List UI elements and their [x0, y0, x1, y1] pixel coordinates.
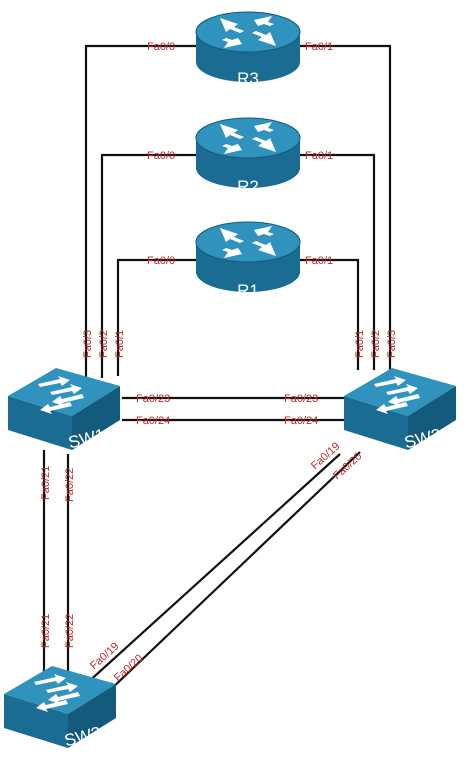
port-r2-right: Fa0/1 — [305, 150, 333, 162]
link-r2-sw1 — [100, 153, 198, 378]
port-sw2-fa0-1: Fa0/1 — [354, 330, 366, 358]
link-sw2-sw3-fa20 — [107, 451, 361, 693]
port-r1-left: Fa0/0 — [147, 255, 175, 267]
port-sw1-fa0-23: Fa0/23 — [136, 393, 170, 405]
port-sw1-fa0-1: Fa0/1 — [114, 330, 126, 358]
port-r1-right: Fa0/1 — [305, 255, 333, 267]
link-r1-sw1 — [116, 258, 198, 376]
port-r3-right: Fa0/1 — [305, 41, 333, 53]
port-sw3-fa0-22: Fa0/22 — [64, 614, 76, 648]
link-r2-sw2 — [298, 153, 376, 370]
port-r2-left: Fa0/0 — [147, 150, 175, 162]
port-sw1-fa0-21: Fa0/21 — [40, 466, 52, 500]
router-r1-label: R1 — [237, 281, 259, 300]
port-sw1-fa0-3: Fa0/3 — [82, 330, 94, 358]
router-r1[interactable]: R1 — [195, 221, 301, 300]
port-r3-left: Fa0/0 — [147, 41, 175, 53]
port-sw1-fa0-2: Fa0/2 — [98, 330, 110, 358]
port-sw2-fa0-3: Fa0/3 — [386, 330, 398, 358]
switch-sw3[interactable]: SW3 — [4, 666, 116, 750]
port-sw2-fa0-24: Fa0/24 — [284, 415, 318, 427]
link-sw2-sw3-fa19 — [85, 453, 341, 685]
link-r3-sw1 — [84, 44, 198, 380]
port-sw1-fa0-24: Fa0/24 — [136, 415, 170, 427]
switch-sw2[interactable]: SW2 — [344, 368, 456, 452]
router-r3[interactable]: R3 — [195, 11, 301, 88]
port-sw2-fa0-2: Fa0/2 — [370, 330, 382, 358]
port-sw1-fa0-22: Fa0/22 — [64, 468, 76, 502]
switch-sw1[interactable]: SW1 — [8, 368, 120, 452]
router-r2[interactable]: R2 — [195, 117, 301, 196]
link-r1-sw2 — [298, 258, 360, 370]
port-sw2-fa0-20: Fa0/20 — [331, 450, 364, 482]
port-sw2-fa0-23: Fa0/23 — [284, 393, 318, 405]
router-r3-label: R3 — [237, 69, 259, 88]
port-sw3-fa0-21: Fa0/21 — [40, 614, 52, 648]
router-r2-label: R2 — [237, 177, 259, 196]
link-r3-sw2 — [298, 44, 392, 372]
